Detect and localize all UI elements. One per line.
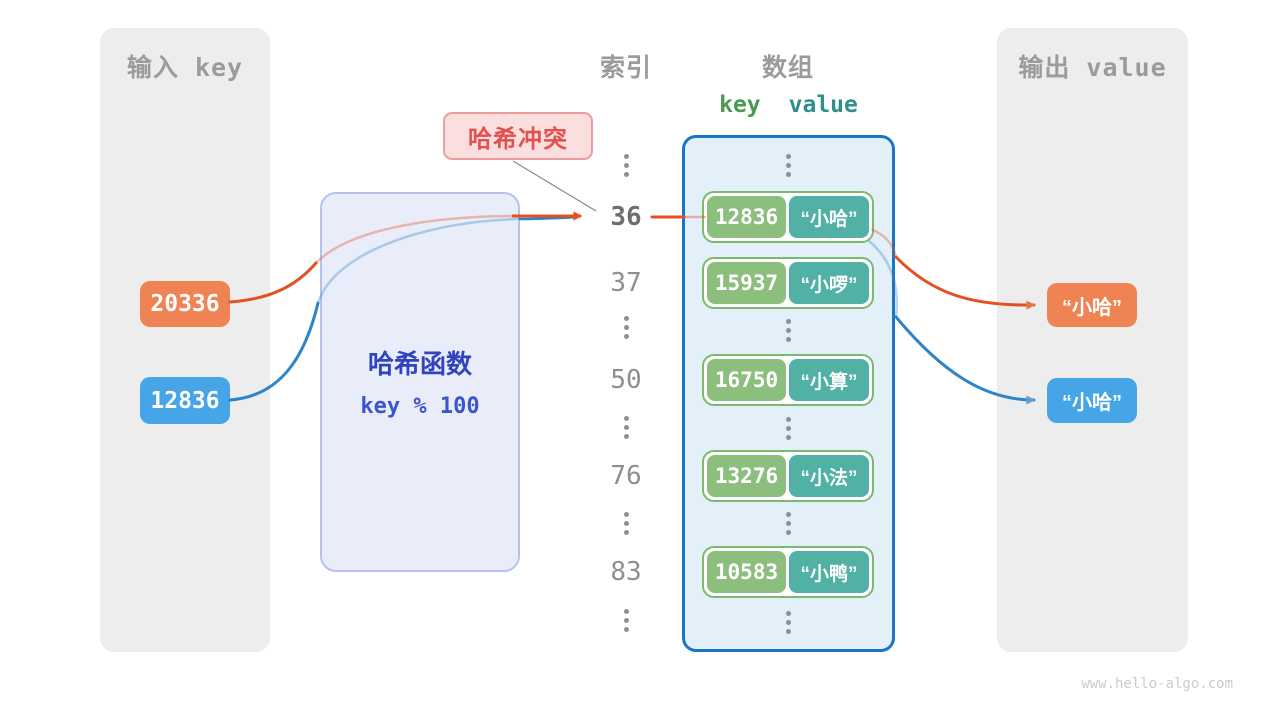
- index-label-76: 76: [610, 461, 642, 491]
- index-label-37: 37: [610, 268, 642, 298]
- array-key-cell: 10583: [707, 551, 786, 593]
- array-row-50: 16750 “小算”: [702, 354, 874, 406]
- array-row-36: 12836 “小哈”: [702, 191, 874, 243]
- array-key-cell: 13276: [707, 455, 786, 497]
- array-row-76: 13276 “小法”: [702, 450, 874, 502]
- collision-pointer-line: [512, 160, 597, 212]
- index-label-83: 83: [610, 557, 642, 587]
- array-value-cell: “小算”: [789, 359, 869, 401]
- index-ellipsis: [621, 154, 631, 177]
- key-value-header: key value: [682, 92, 895, 118]
- index-ellipsis: [621, 609, 631, 632]
- hash-function-formula: key % 100: [360, 394, 480, 419]
- array-value-cell: “小鸭”: [789, 551, 869, 593]
- array-row-37: 15937 “小啰”: [702, 257, 874, 309]
- arrow-hash-exit-blue: [518, 215, 579, 221]
- array-key-cell: 12836: [707, 196, 786, 238]
- output-value-chip-blue: “小哈”: [1047, 378, 1137, 423]
- array-key-cell: 15937: [707, 262, 786, 304]
- hash-collision-label: 哈希冲突: [443, 112, 593, 160]
- input-key-chip-12836: 12836: [140, 377, 230, 424]
- array-value-cell: “小哈”: [789, 196, 869, 238]
- array-ellipsis: [783, 512, 793, 535]
- index-label-36: 36: [610, 202, 642, 232]
- hash-function-box: 哈希函数 key % 100: [320, 192, 520, 572]
- output-panel-title: 输出 value: [1018, 53, 1167, 82]
- output-value-chip-orange: “小哈”: [1047, 283, 1137, 327]
- input-panel-title: 输入 key: [126, 53, 244, 82]
- input-panel: 输入 key: [100, 28, 270, 652]
- index-ellipsis: [621, 416, 631, 439]
- index-column-title: 索引: [599, 54, 652, 82]
- index-ellipsis: [621, 316, 631, 339]
- array-ellipsis: [783, 319, 793, 342]
- index-ellipsis: [621, 512, 631, 535]
- array-ellipsis: [783, 417, 793, 440]
- array-value-cell: “小法”: [789, 455, 869, 497]
- watermark: www.hello-algo.com: [1081, 676, 1233, 692]
- input-key-chip-20336: 20336: [140, 281, 230, 327]
- index-label-50: 50: [610, 365, 642, 395]
- array-value-cell: “小啰”: [789, 262, 869, 304]
- value-header-label: value: [788, 92, 858, 118]
- array-column-title: 数组: [761, 54, 814, 82]
- array-ellipsis: [783, 611, 793, 634]
- hash-function-title: 哈希函数: [367, 349, 472, 379]
- array-row-83: 10583 “小鸭”: [702, 546, 874, 598]
- array-key-cell: 16750: [707, 359, 786, 401]
- output-panel: 输出 value: [997, 28, 1188, 652]
- array-ellipsis: [783, 154, 793, 177]
- key-header-label: key: [719, 92, 761, 118]
